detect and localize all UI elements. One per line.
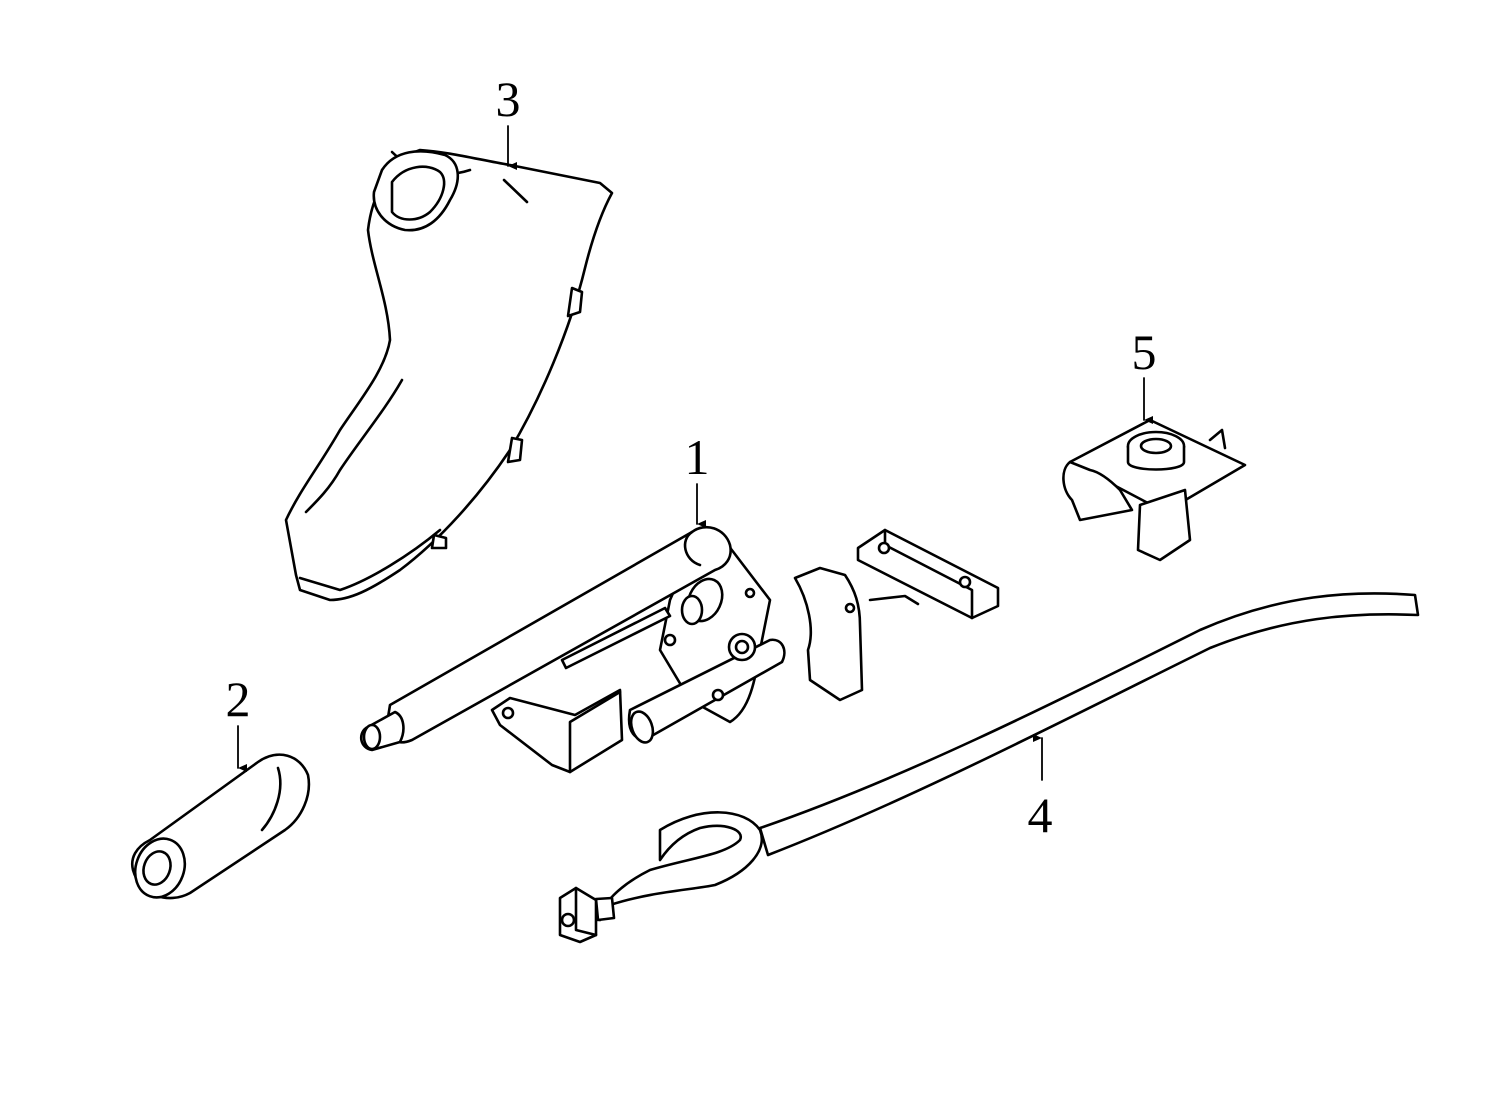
callout-2: 2 xyxy=(225,671,251,727)
callout-4: 4 xyxy=(1027,787,1053,843)
part-1-brake-lever[interactable] xyxy=(359,525,1000,774)
leader-arrows xyxy=(237,125,1153,781)
part-3-console-trim[interactable] xyxy=(284,148,614,602)
part-4-brake-cable[interactable] xyxy=(558,592,1420,944)
callout-1: 1 xyxy=(684,429,710,485)
part-2-handle-grip[interactable] xyxy=(127,753,311,905)
part-5-cable-clip[interactable] xyxy=(1062,418,1247,562)
callout-3: 3 xyxy=(495,71,521,127)
callout-5: 5 xyxy=(1131,324,1157,380)
